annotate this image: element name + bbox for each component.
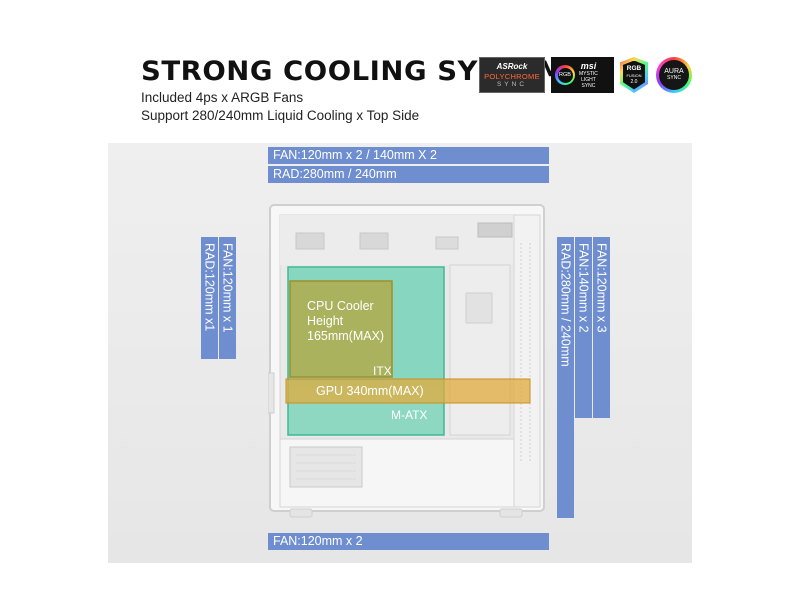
rear-fan-140-spec-text: FAN:140mm x 2 bbox=[576, 243, 591, 333]
mystic-text: MYSTIC bbox=[579, 71, 598, 77]
itx-label: ITX bbox=[373, 364, 392, 378]
gpu-length-label: GPU 340mm(MAX) bbox=[316, 384, 424, 398]
rear-rad-spec-text: RAD:280mm / 240mm bbox=[558, 243, 573, 367]
cpu-label-line2: Height bbox=[307, 314, 344, 328]
rear-fan-140-spec-bar: FAN:140mm x 2 bbox=[575, 237, 592, 418]
msi-brand-text: msi bbox=[580, 61, 597, 71]
sync-text: SYNC bbox=[496, 81, 528, 88]
cpu-cooler-label: CPU Cooler Height 165mm(MAX) bbox=[307, 299, 384, 344]
aura-sync-text: SYNC bbox=[667, 75, 681, 81]
fusion-rgb-text: RGB bbox=[626, 64, 642, 72]
msi-sync-text: SYNC bbox=[581, 83, 596, 89]
feature-line-liquid-cooling: Support 280/240mm Liquid Cooling x Top S… bbox=[141, 108, 420, 123]
light-text: LIGHT bbox=[581, 77, 596, 83]
rgb-fusion-logo: RGB FUSION 2.0 bbox=[620, 57, 648, 93]
front-rad-spec-bar: RAD:120mm x1 bbox=[201, 237, 218, 359]
fusion-version-text: 2.0 bbox=[630, 78, 638, 85]
msi-rgb-ring-icon: RGB bbox=[555, 65, 575, 85]
aura-sync-logo: AURA SYNC bbox=[656, 57, 692, 93]
front-fan-spec-text: FAN:120mm x 1 bbox=[220, 243, 235, 333]
matx-label: M-ATX bbox=[391, 408, 428, 422]
front-rad-spec-text: RAD:120mm x1 bbox=[202, 243, 217, 332]
rear-rad-spec-bar: RAD:280mm / 240mm bbox=[557, 237, 574, 518]
top-fan-spec-bar: FAN:120mm x 2 / 140mm X 2 bbox=[268, 147, 549, 164]
rear-fan-120-spec-text: FAN:120mm x 3 bbox=[594, 243, 609, 333]
aura-text: AURA bbox=[664, 68, 684, 75]
top-rad-spec-bar: RAD:280mm / 240mm bbox=[268, 166, 549, 183]
bottom-fan-spec-bar: FAN:120mm x 2 bbox=[268, 533, 549, 550]
feature-line-fans: Included 4ps x ARGB Fans bbox=[141, 90, 304, 105]
asrock-brand-text: ASRock bbox=[496, 62, 528, 71]
msi-mystic-light-logo: RGB msi MYSTIC LIGHT SYNC bbox=[551, 57, 614, 93]
cpu-label-line3: 165mm(MAX) bbox=[307, 329, 385, 343]
pc-case-illustration bbox=[268, 204, 545, 518]
fusion-text: FUSION bbox=[626, 72, 642, 78]
cpu-label-line1: CPU Cooler bbox=[307, 299, 374, 313]
rear-fan-120-spec-bar: FAN:120mm x 3 bbox=[593, 237, 610, 418]
polychrome-text: POLYCHROME bbox=[484, 72, 540, 81]
msi-rgb-badge: RGB bbox=[557, 67, 573, 83]
front-fan-spec-bar: FAN:120mm x 1 bbox=[219, 237, 236, 359]
asrock-polychrome-logo: ASRock POLYCHROME SYNC bbox=[479, 57, 545, 93]
